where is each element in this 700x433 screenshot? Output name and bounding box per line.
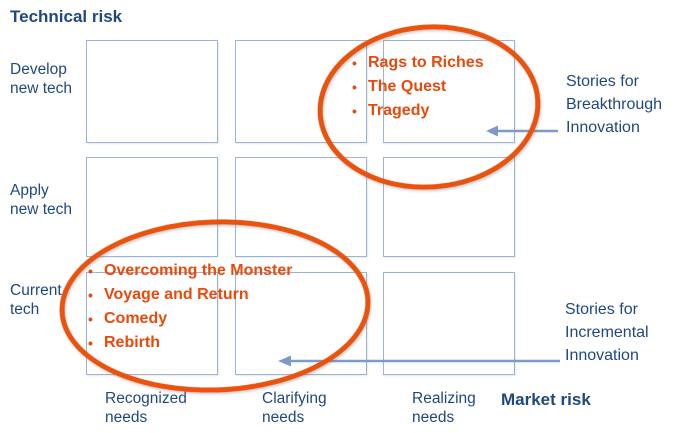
list-item: The Quest [352,75,484,99]
row-label-develop-new-tech: Develop new tech [10,61,73,97]
list-item: Rebirth [88,331,292,355]
col-label-clarifying-needs: Clarifying needs [262,390,327,426]
row-label-current-tech: Current tech [10,282,62,318]
list-item: Tragedy [352,99,484,123]
grid-cell-r2c1 [86,157,218,257]
col-label-realizing-needs: Realizing needs [412,390,476,426]
breakthrough-caption: Stories for Breakthrough Innovation [566,73,663,136]
list-item: Rags to Riches [352,51,484,75]
incremental-caption: Stories for Incremental Innovation [565,301,649,364]
list-item: Voyage and Return [88,283,292,307]
grid-cell-r3c3 [383,272,515,375]
grid-cell-r1c1 [86,40,218,143]
x-axis-title: Market risk [501,390,591,409]
breakthrough-stories-list: Rags to Riches The Quest Tragedy [352,51,484,123]
list-item: Overcoming the Monster [88,259,292,283]
col-label-recognized-needs: Recognized needs [105,390,187,426]
grid-cell-r2c3 [383,157,515,257]
incremental-stories-list: Overcoming the Monster Voyage and Return… [88,259,292,355]
y-axis-title: Technical risk [10,7,123,26]
list-item: Comedy [88,307,292,331]
grid-cell-r1c2 [235,40,367,143]
row-label-apply-new-tech: Apply new tech [10,182,73,218]
grid-cell-r2c2 [235,157,367,257]
